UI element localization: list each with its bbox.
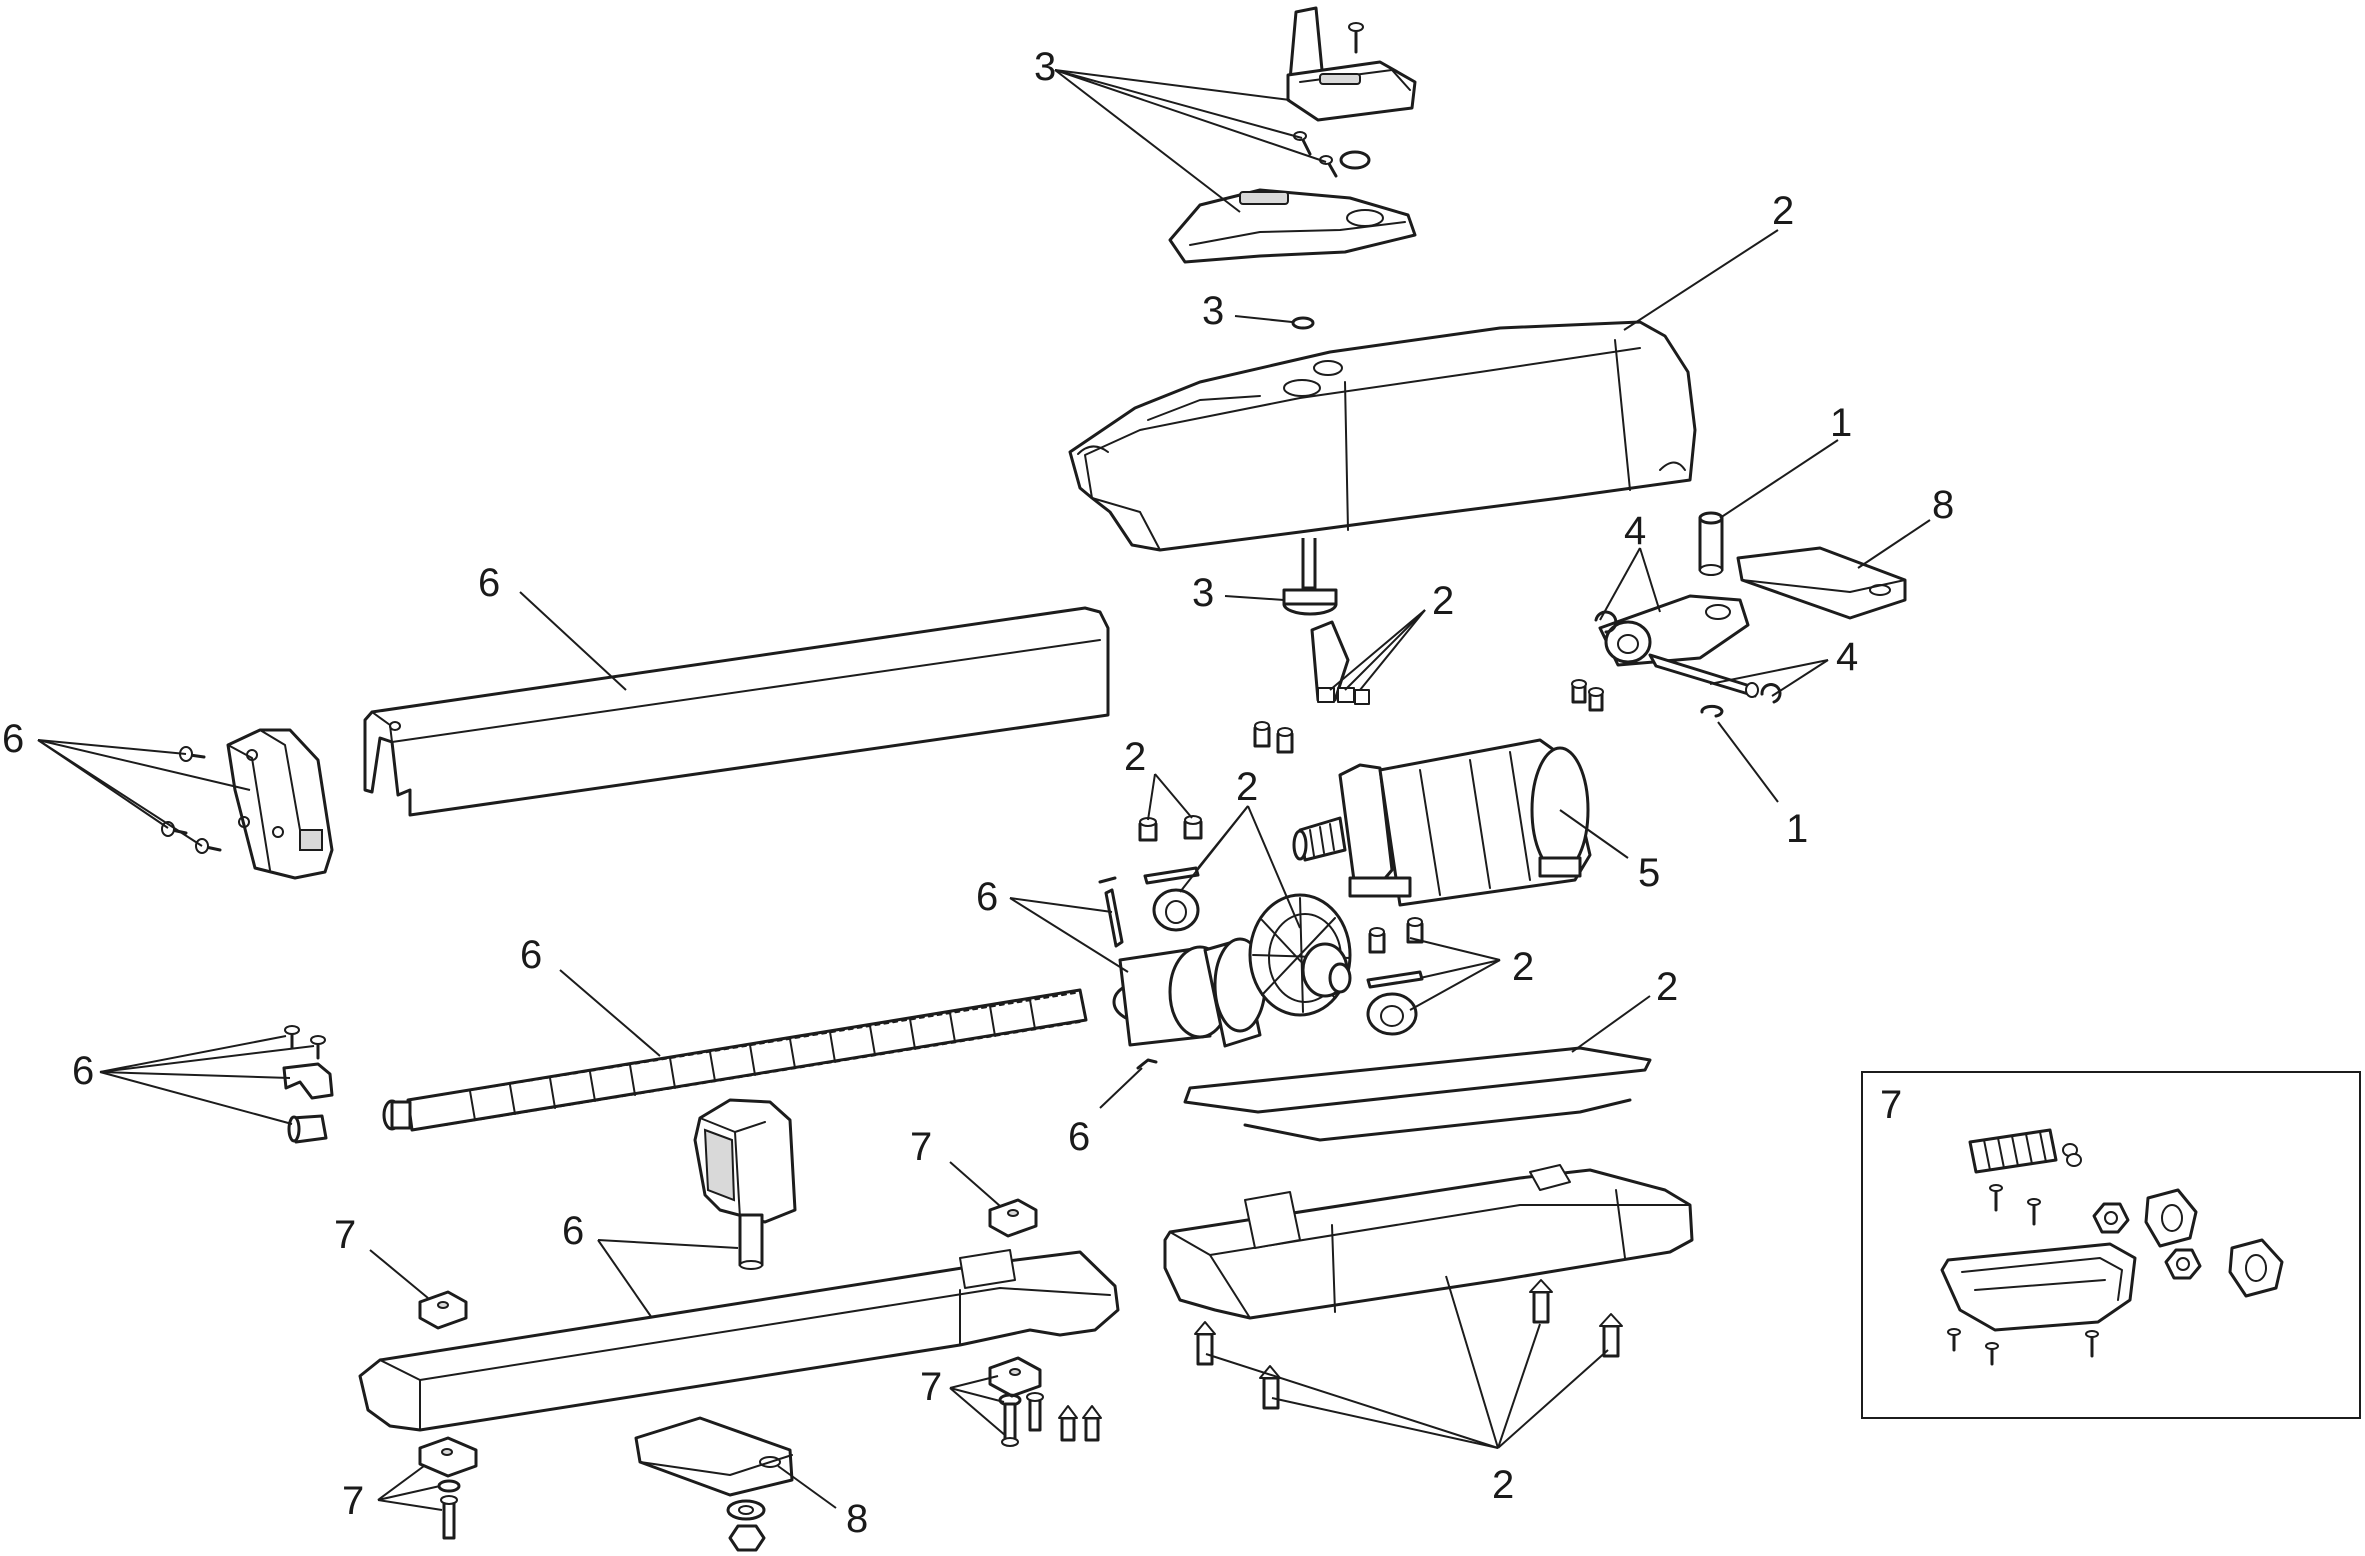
callout-8-top: 8 xyxy=(1932,483,1954,527)
callout-7-middle: 7 xyxy=(910,1125,932,1169)
callout-2-gear: 2 xyxy=(1236,765,1258,809)
o-ring xyxy=(1339,150,1371,170)
washer-b xyxy=(1366,992,1418,1036)
pad-screws xyxy=(437,1392,1102,1540)
circlips xyxy=(1594,610,1782,718)
mount-plate-lower xyxy=(634,1416,794,1497)
cable-glands xyxy=(2144,1188,2284,1298)
junction-box xyxy=(1940,1242,2137,1332)
bottom-rail xyxy=(358,1249,1120,1432)
callout-7-screws: 7 xyxy=(920,1365,942,1409)
top-cap-assembly xyxy=(1168,6,1417,330)
callout-3-top: 3 xyxy=(1034,45,1056,89)
cap-screw-2 xyxy=(1319,155,1338,178)
callout-6-shaft: 6 xyxy=(520,933,542,977)
spring-pin xyxy=(1136,1058,1158,1070)
end-cap-screws xyxy=(161,746,222,854)
callout-8-bottom: 8 xyxy=(846,1497,868,1541)
lead-screw xyxy=(382,988,1088,1132)
bolts-c xyxy=(1368,917,1424,954)
base-housing xyxy=(1163,1164,1694,1320)
callout-1-top: 1 xyxy=(1830,401,1852,445)
arm-bolts xyxy=(1571,679,1604,712)
callout-2-cover: 2 xyxy=(1772,189,1794,233)
inset-screws-bottom xyxy=(1947,1328,2099,1366)
rubber-pad-b xyxy=(988,1198,1038,1238)
pin-a xyxy=(1098,876,1124,948)
support-bracket xyxy=(1310,620,1370,705)
callout-labels: 3 2 3 1 8 4 3 2 4 6 6 2 2 1 5 6 2 6 2 6 … xyxy=(2,45,1954,1541)
cover-pin xyxy=(1282,538,1338,616)
callout-4-lower: 4 xyxy=(1836,635,1858,679)
gasket xyxy=(1183,1046,1652,1142)
callout-6-carriage: 6 xyxy=(562,1209,584,1253)
base-screws xyxy=(1194,1279,1623,1410)
cover-rail xyxy=(363,606,1110,817)
callout-5-motor: 5 xyxy=(1638,851,1660,895)
bevel-gear xyxy=(1248,893,1352,1017)
sleeve-bush xyxy=(1698,511,1724,576)
callout-3-pin: 3 xyxy=(1192,571,1214,615)
callout-6-pin: 6 xyxy=(1068,1115,1090,1159)
bolts-a xyxy=(1138,815,1203,842)
terminal-block xyxy=(1968,1128,2082,1174)
callout-4-top: 4 xyxy=(1624,509,1646,553)
callout-7-bottom: 7 xyxy=(342,1479,364,1523)
bolts-b xyxy=(1253,721,1294,754)
end-cap-block xyxy=(226,728,334,880)
arm-link xyxy=(1598,594,1759,698)
pin-c xyxy=(1366,970,1424,989)
washer-a xyxy=(1152,888,1200,932)
callout-6-bracket: 6 xyxy=(72,1049,94,1093)
rubber-pad-c xyxy=(988,1356,1042,1398)
rubber-pad-a xyxy=(418,1290,468,1330)
cap-screw xyxy=(1348,22,1364,54)
callout-7-left: 7 xyxy=(334,1213,356,1257)
motor xyxy=(1292,738,1592,907)
pin-b xyxy=(1143,866,1200,885)
cap-washer xyxy=(1291,316,1315,330)
leader-lines xyxy=(37,69,1931,1511)
cap-base xyxy=(1168,188,1417,264)
rubber-pad-d xyxy=(418,1436,478,1478)
callout-2-bolts: 2 xyxy=(1124,735,1146,779)
callout-1-lower: 1 xyxy=(1786,807,1808,851)
callout-2-bracket: 2 xyxy=(1432,579,1454,623)
mount-plate-upper xyxy=(1736,546,1907,620)
gear-hub xyxy=(1112,937,1267,1048)
inset-screws-top xyxy=(1989,1184,2041,1226)
gear-assembly xyxy=(1098,815,1352,1048)
callout-6-endcap: 6 xyxy=(2,717,24,761)
inset-box xyxy=(1861,1071,2361,1419)
inset-label-7: 7 xyxy=(1880,1083,1902,1127)
washer-nut xyxy=(726,1499,766,1552)
bracket-parts xyxy=(282,1025,334,1144)
callout-6-gear: 6 xyxy=(976,875,998,919)
callout-2-right: 2 xyxy=(1512,945,1534,989)
carriage-block xyxy=(693,1098,797,1270)
callout-2-base: 2 xyxy=(1492,1463,1514,1507)
cap-small-screw xyxy=(1293,131,1312,156)
main-cover xyxy=(1068,320,1697,616)
callout-3-washer: 3 xyxy=(1202,289,1224,333)
hex-nuts xyxy=(2092,1202,2202,1280)
callout-6-rail: 6 xyxy=(478,561,500,605)
callout-2-gasket: 2 xyxy=(1656,965,1678,1009)
